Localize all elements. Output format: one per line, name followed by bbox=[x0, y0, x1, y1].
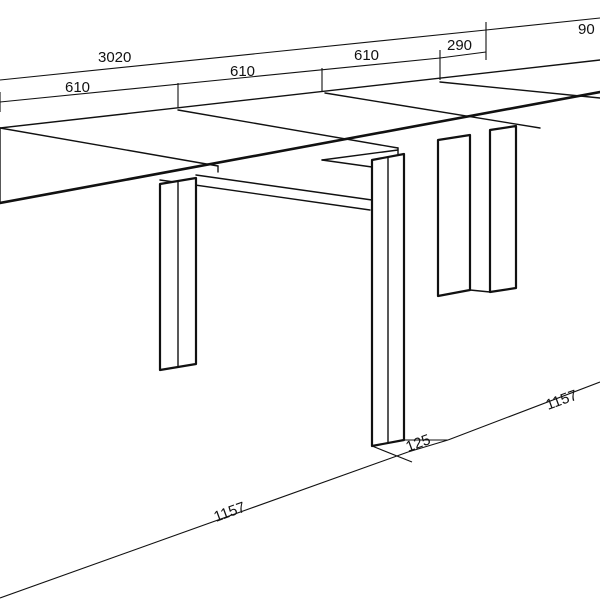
dim-leg-span-side: 1157 bbox=[544, 387, 580, 414]
dim-leg-span-front: 1157 bbox=[212, 499, 248, 526]
dimension-lines-floor bbox=[0, 381, 600, 599]
dim-extension-3: 610 bbox=[354, 47, 379, 64]
dim-depth: 90 bbox=[578, 21, 595, 38]
dim-leg-width: 125 bbox=[404, 431, 433, 456]
table-top bbox=[0, 59, 600, 205]
dim-total-length: 3020 bbox=[98, 49, 131, 66]
leg-back-right bbox=[436, 124, 518, 298]
dimension-lines-top bbox=[0, 17, 600, 112]
dim-extension-2: 610 bbox=[230, 63, 255, 80]
leg-front-left bbox=[158, 176, 198, 372]
panel-seams bbox=[0, 81, 600, 173]
dim-end-panel: 290 bbox=[447, 37, 472, 54]
dimension-labels-top: 3020 610 610 610 290 90 bbox=[65, 21, 595, 96]
leg-front-center bbox=[370, 152, 406, 448]
dim-extension-1: 610 bbox=[65, 79, 90, 96]
